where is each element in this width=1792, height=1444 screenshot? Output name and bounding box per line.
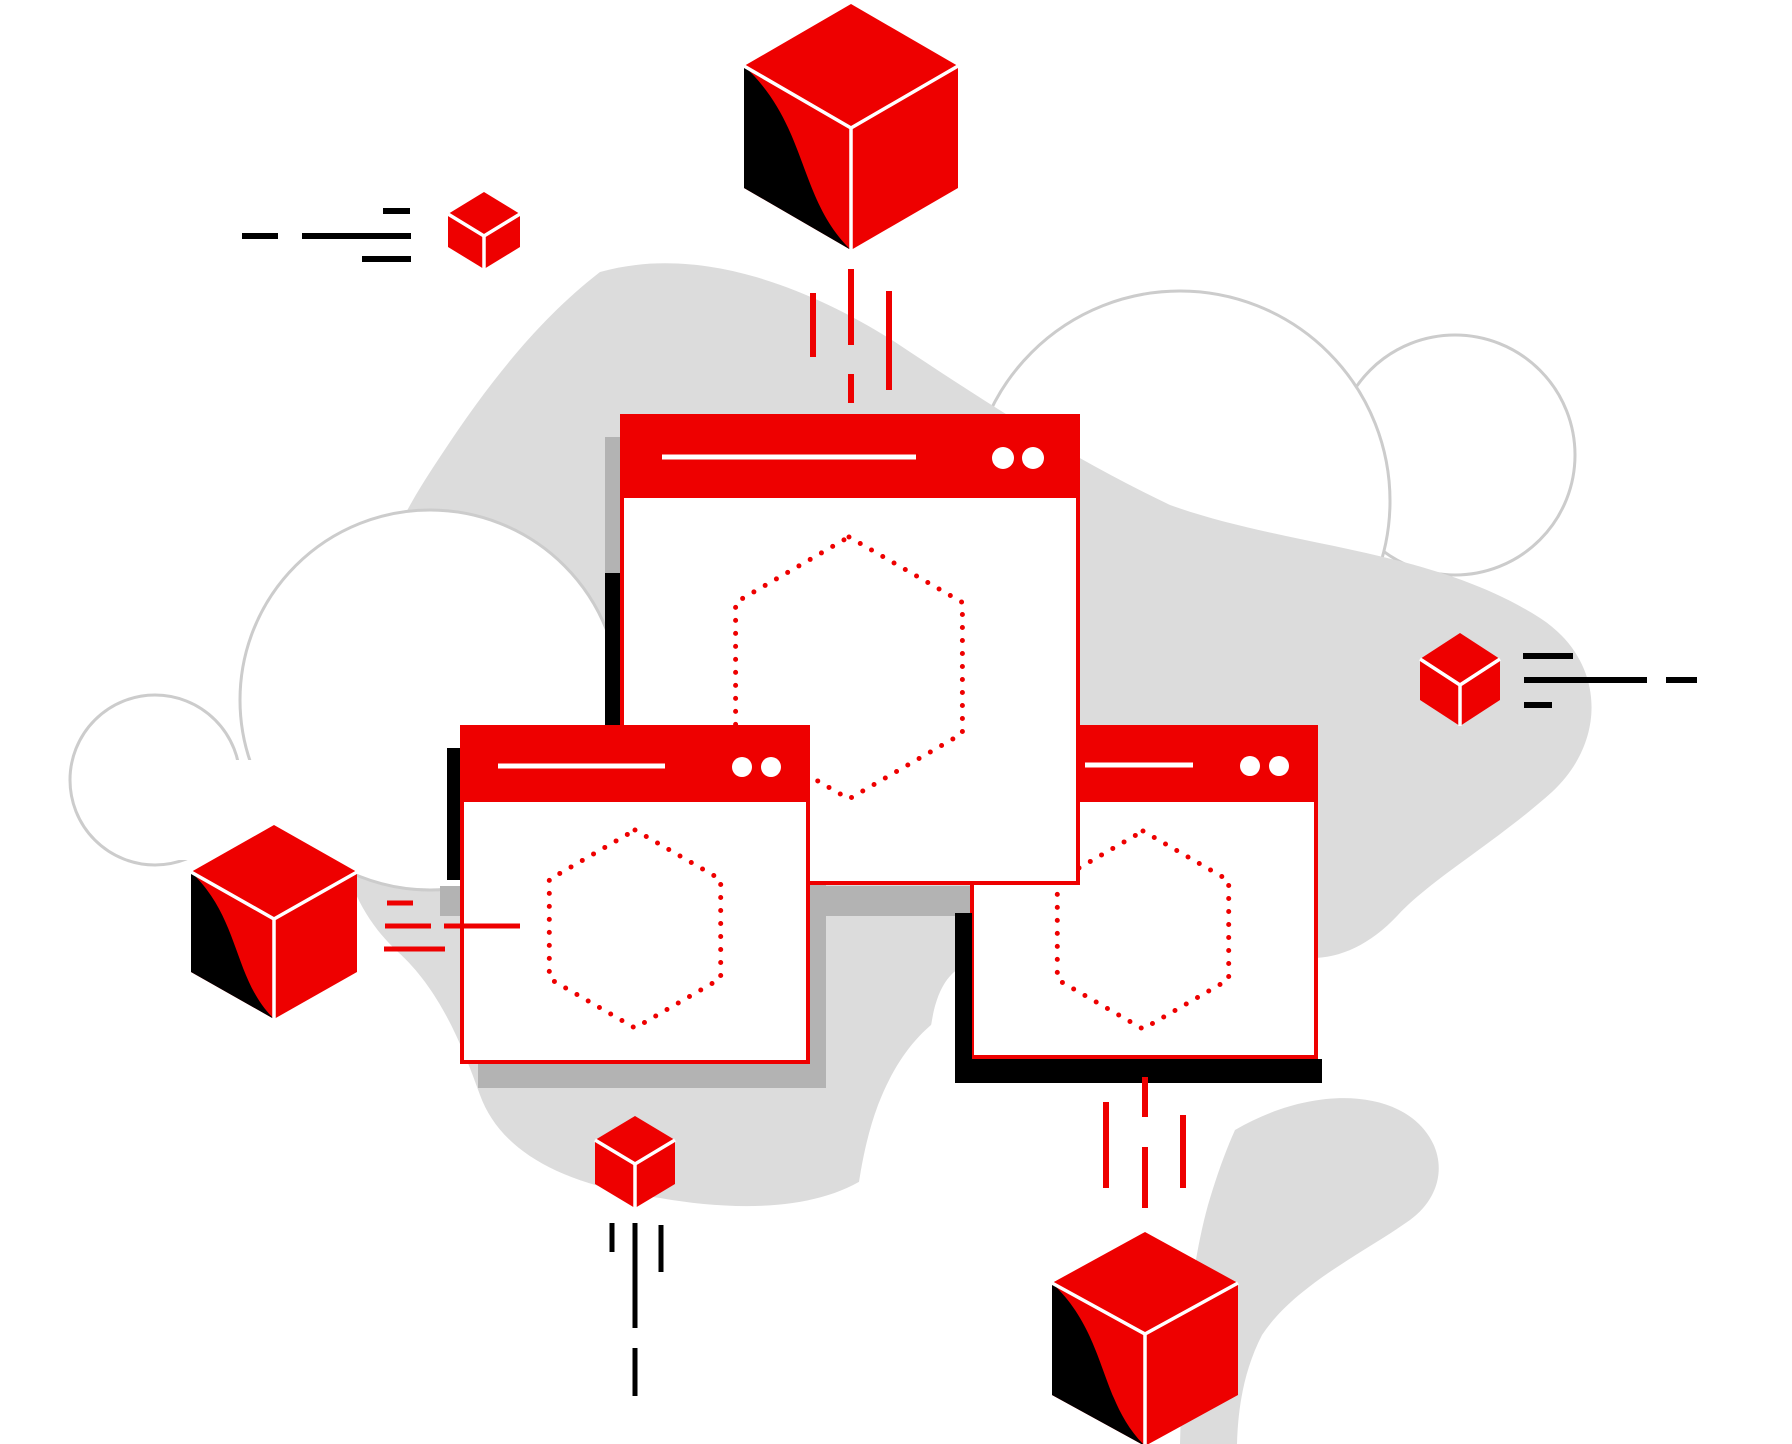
cube-large-top-right-face bbox=[851, 66, 958, 250]
shadow-main-window-left-gray bbox=[605, 437, 622, 573]
shadow-left-window-black-strip bbox=[447, 748, 462, 880]
cube-large-left-swoosh-shadow bbox=[191, 872, 274, 1019]
browser-window-left-dotted-hexagon bbox=[546, 827, 724, 1031]
cube-small-top-left-right-face bbox=[484, 214, 520, 269]
motion-lines-bottom-cube bbox=[609, 1223, 664, 1396]
cube-small-right bbox=[1419, 633, 1501, 726]
cube-large-bottom-right-right-face bbox=[1145, 1283, 1238, 1444]
cube-large-top-swoosh-shadow bbox=[744, 66, 851, 250]
browser-window-left bbox=[460, 725, 810, 1064]
motion-lines-right-window bbox=[1103, 1077, 1186, 1208]
gray-wedge-bottom-right bbox=[1180, 1098, 1439, 1444]
cube-large-left bbox=[190, 825, 358, 1019]
cube-small-bottom-right-face bbox=[635, 1140, 675, 1208]
browser-window-right-control-dot-0 bbox=[1240, 756, 1260, 776]
cube-small-top-left-left-face bbox=[448, 214, 484, 269]
speed-dashes-left-window bbox=[384, 900, 520, 952]
speed-dashes-right bbox=[1523, 653, 1697, 708]
browser-window-main-control-dot-1 bbox=[1022, 447, 1044, 469]
cube-small-bottom-left-face bbox=[595, 1140, 635, 1208]
browser-window-main-dotted-hexagon bbox=[733, 534, 965, 802]
cube-large-top bbox=[743, 4, 959, 250]
shadow-left-window-gray-bottom bbox=[478, 1062, 808, 1088]
shadow-left-window-gray-right bbox=[808, 880, 826, 1088]
cube-large-bottom-right bbox=[1051, 1232, 1239, 1444]
cube-small-top-left bbox=[447, 192, 521, 269]
cube-small-right-left-face bbox=[1420, 659, 1460, 726]
browser-window-right-control-dot-1 bbox=[1269, 756, 1289, 776]
shadow-right-window-black-bottom bbox=[955, 1059, 1322, 1083]
motion-lines-top-cube bbox=[810, 269, 892, 403]
shadow-main-window-left-black bbox=[605, 573, 622, 727]
browser-window-left-control-dot-1 bbox=[761, 757, 781, 777]
browser-window-main-control-dot-0 bbox=[992, 447, 1014, 469]
browser-window-left-control-dot-0 bbox=[732, 757, 752, 777]
cube-small-right-right-face bbox=[1460, 659, 1500, 726]
cube-large-bottom-right-swoosh-shadow bbox=[1052, 1283, 1144, 1444]
shadow-right-window-black-left bbox=[955, 913, 972, 1080]
speed-dashes-top-left bbox=[242, 208, 411, 262]
cube-small-bottom bbox=[594, 1116, 676, 1208]
